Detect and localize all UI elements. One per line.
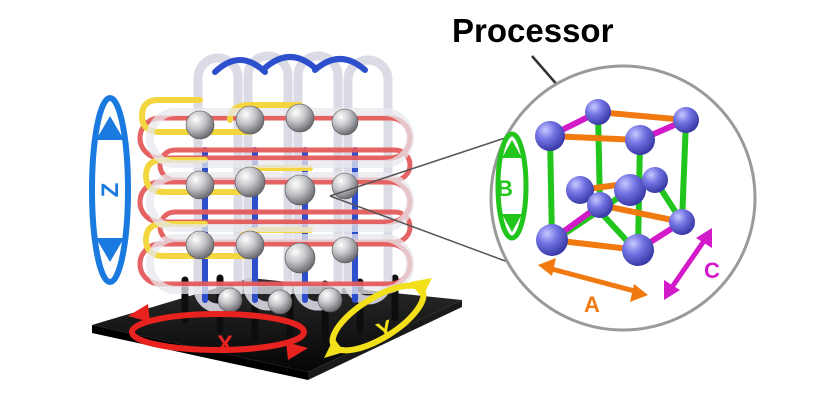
a-axis-indicator	[538, 258, 648, 302]
loop-lattice	[137, 51, 414, 313]
a-arrow-left-icon	[538, 258, 556, 276]
processor-title: Processor	[452, 12, 614, 49]
c-arrow-down-icon	[664, 280, 680, 300]
x-arrow-left-icon	[128, 304, 150, 322]
z-axis-indicator	[89, 95, 131, 285]
z-arrow-up-icon	[96, 116, 124, 140]
a-arrow-right-icon	[630, 284, 648, 302]
y-axis-indicator	[324, 278, 432, 358]
c-arrow-up-icon	[696, 228, 712, 248]
b-axis-indicator	[495, 131, 529, 241]
y-arrow-up-icon	[410, 278, 432, 298]
z-axis-label: Z	[97, 183, 124, 198]
b-arrow-up-icon	[502, 140, 522, 158]
b-axis-label: B	[497, 176, 513, 201]
x-axis-label: X	[217, 331, 233, 358]
x-axis-indicator	[128, 304, 308, 360]
processor-nodes	[535, 99, 699, 266]
lattice-nodes	[185, 103, 359, 315]
z-arrow-down-icon	[96, 238, 124, 262]
y-arrow-down-icon	[324, 338, 344, 358]
c-axis-indicator	[664, 228, 712, 300]
callout	[329, 137, 509, 263]
a-axis-label: A	[584, 292, 600, 317]
b-arrow-down-icon	[502, 214, 522, 232]
c-axis-label: C	[704, 258, 720, 283]
x-arrow-right-icon	[286, 342, 308, 360]
